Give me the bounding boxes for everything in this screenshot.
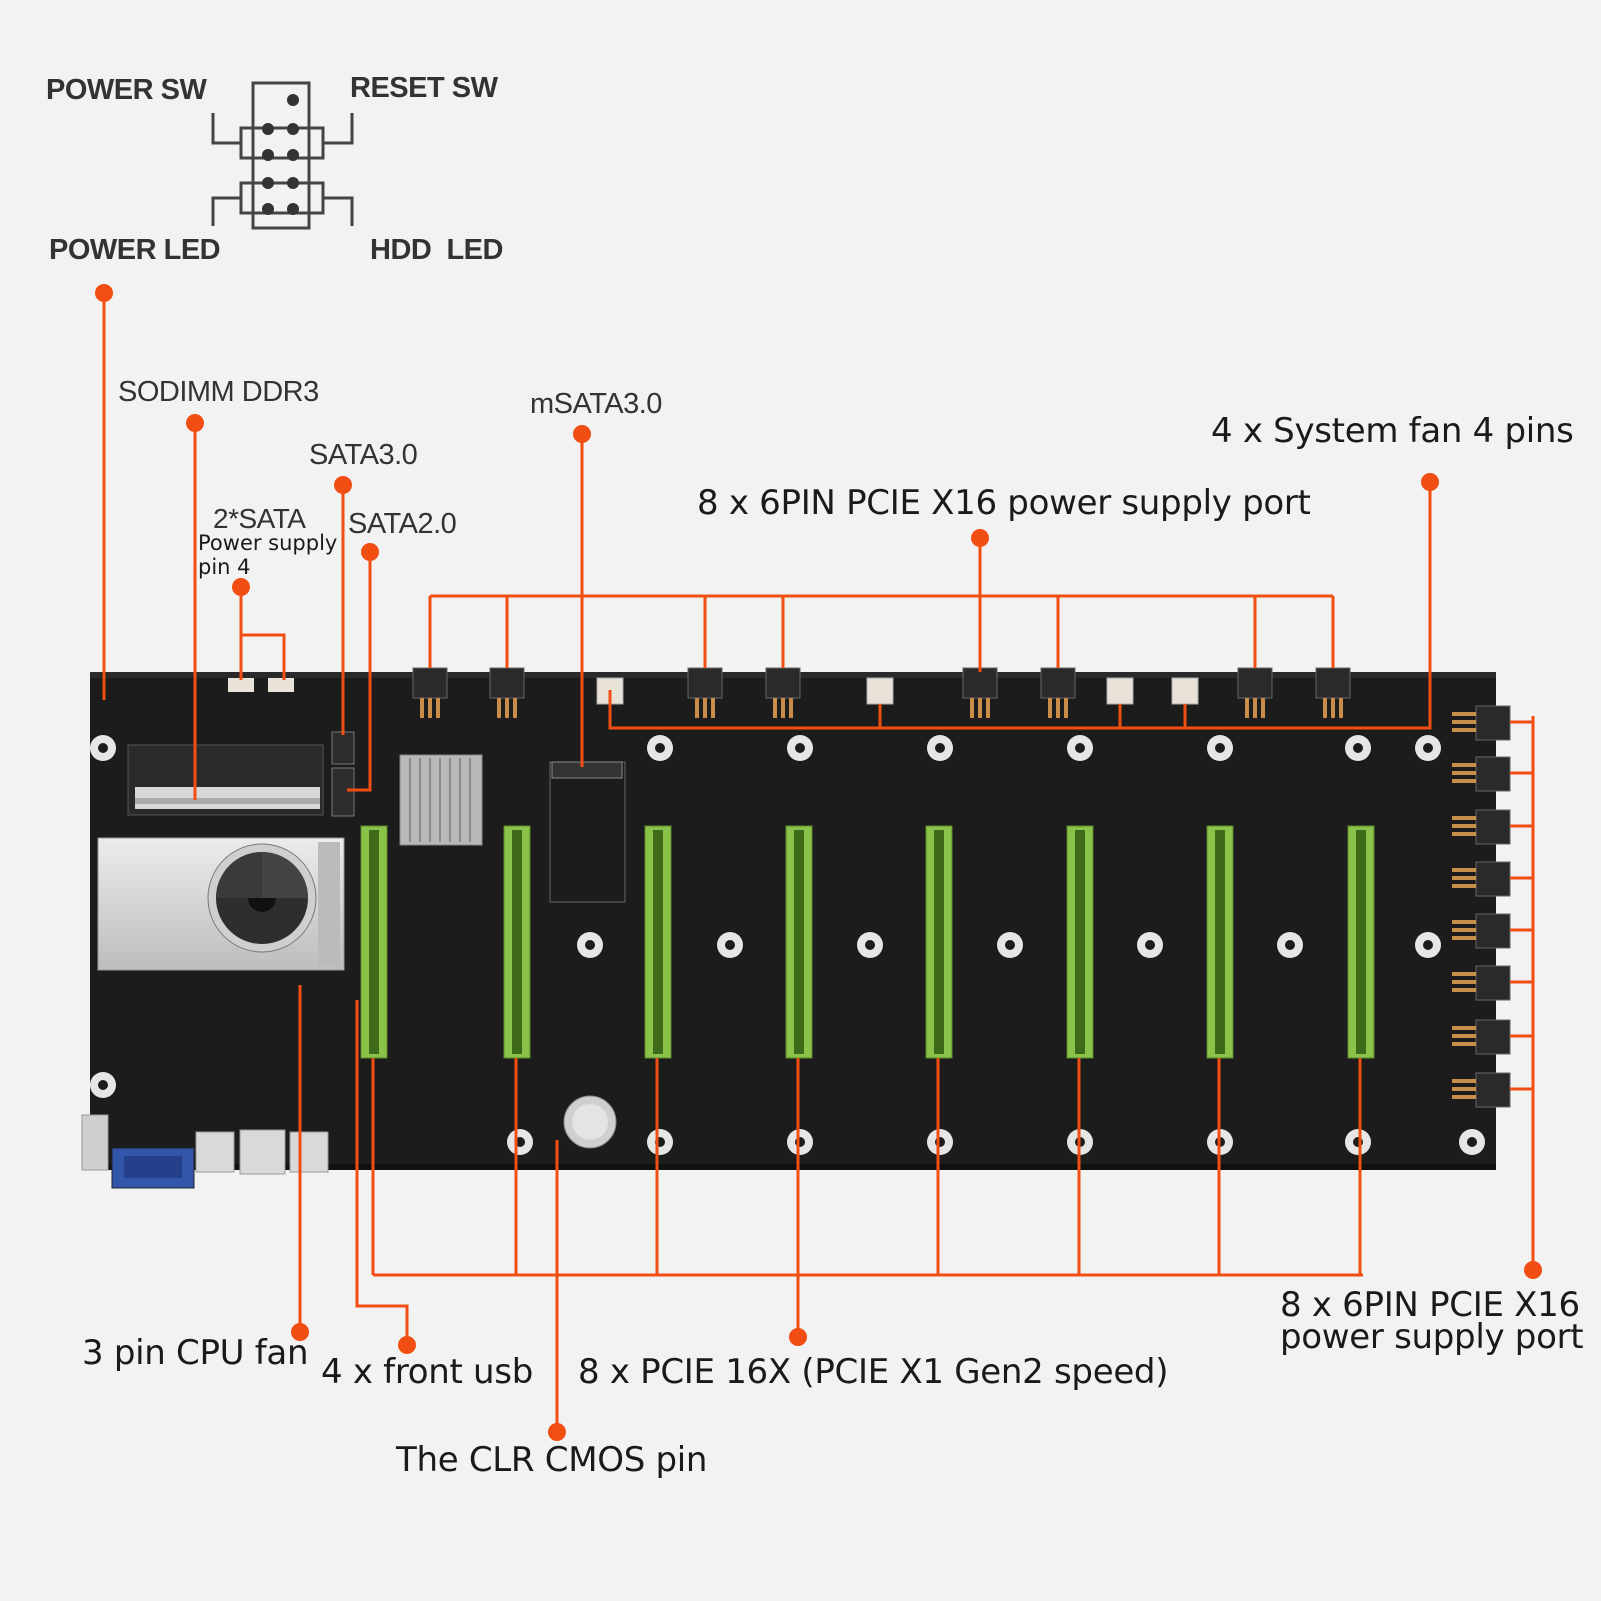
sodimm-slot bbox=[127, 744, 324, 816]
label-front-usb: 4 x front usb bbox=[321, 1352, 534, 1392]
label-sata-power-line3: pin 4 bbox=[198, 555, 251, 579]
dot-pcie-power-right bbox=[1524, 1261, 1542, 1279]
mounting-hole-23 bbox=[1345, 1129, 1371, 1155]
pcie-power-top-4 bbox=[765, 667, 801, 718]
usb-port-icon bbox=[195, 1129, 329, 1175]
label-pcie-power-right-line1: 8 x 6PIN PCIE X16 bbox=[1280, 1285, 1580, 1325]
label-reset-sw: RESET SW bbox=[350, 72, 498, 104]
label-sata-power-line2: Power supply bbox=[198, 531, 338, 555]
label-sata2: SATA2.0 bbox=[348, 508, 457, 540]
dot-front-usb bbox=[398, 1336, 416, 1354]
mounting-hole-12 bbox=[997, 932, 1023, 958]
dot-msata bbox=[573, 425, 591, 443]
pcie-slot-5 bbox=[925, 825, 953, 1059]
mounting-hole-9 bbox=[577, 932, 603, 958]
label-sata3: SATA3.0 bbox=[309, 439, 418, 471]
mounting-hole-10 bbox=[717, 932, 743, 958]
dot-pcie-slots bbox=[789, 1328, 807, 1346]
mounting-hole-2 bbox=[647, 735, 673, 761]
mounting-hole-18 bbox=[647, 1129, 673, 1155]
label-clr-cmos: The CLR CMOS pin bbox=[396, 1440, 708, 1480]
mounting-hole-17 bbox=[507, 1129, 533, 1155]
mounting-hole-24 bbox=[1459, 1129, 1485, 1155]
pcie-power-connectors-right bbox=[1452, 705, 1511, 1108]
pcie-power-right-7 bbox=[1452, 1019, 1511, 1055]
label-pcie-slots: 8 x PCIE 16X (PCIE X1 Gen2 speed) bbox=[578, 1352, 1169, 1392]
label-power-led: POWER LED bbox=[49, 234, 221, 266]
mounting-hole-5 bbox=[1067, 735, 1093, 761]
mounting-hole-14 bbox=[1277, 932, 1303, 958]
pcie-power-right-8 bbox=[1452, 1072, 1511, 1108]
pcie-slot-4 bbox=[785, 825, 813, 1059]
system-fan-header-2 bbox=[866, 677, 894, 705]
mounting-hole-11 bbox=[857, 932, 883, 958]
label-cpu-fan: 3 pin CPU fan bbox=[82, 1333, 309, 1373]
mounting-hole-20 bbox=[927, 1129, 953, 1155]
mounting-hole-13 bbox=[1137, 932, 1163, 958]
pcie-power-right-4 bbox=[1452, 861, 1511, 897]
cmos-battery-icon bbox=[563, 1095, 617, 1149]
label-system-fan: 4 x System fan 4 pins bbox=[1211, 411, 1574, 451]
label-power-sw: POWER SW bbox=[46, 74, 207, 106]
cpu-heatsink bbox=[97, 837, 345, 971]
pcie-slot-3 bbox=[644, 825, 672, 1059]
label-hdd-led: HDD LED bbox=[370, 234, 503, 266]
dot-system-fan bbox=[1421, 473, 1439, 491]
dot-clr-cmos bbox=[548, 1423, 566, 1441]
pcie-power-right-1 bbox=[1452, 705, 1511, 741]
system-fan-header-3 bbox=[1106, 677, 1134, 705]
dot-cpu-fan bbox=[291, 1323, 309, 1341]
dot-sodimm bbox=[186, 414, 204, 432]
label-sodimm: SODIMM DDR3 bbox=[118, 376, 319, 408]
mounting-holes bbox=[90, 735, 1485, 1155]
pcie-slot-2 bbox=[503, 825, 531, 1059]
pcie-slot-7 bbox=[1206, 825, 1234, 1059]
dot-sata-power bbox=[232, 578, 250, 596]
label-pcie-power-right-line2: power supply port bbox=[1280, 1317, 1584, 1357]
label-msata: mSATA3.0 bbox=[530, 388, 662, 420]
mounting-hole-19 bbox=[787, 1129, 813, 1155]
pcie-slot-1 bbox=[360, 825, 388, 1059]
mounting-hole-7 bbox=[1345, 735, 1371, 761]
pin-header-icon bbox=[211, 81, 354, 230]
dot-power-led bbox=[95, 284, 113, 302]
callout-dots bbox=[95, 284, 1542, 1441]
pcie-slot-6 bbox=[1066, 825, 1094, 1059]
cpu-fan-icon bbox=[207, 843, 317, 953]
system-fan-headers bbox=[596, 677, 1199, 705]
pcie-power-top-6 bbox=[1040, 667, 1076, 718]
label-pcie-power-top: 8 x 6PIN PCIE X16 power supply port bbox=[697, 483, 1311, 523]
pcie-power-top-3 bbox=[687, 667, 723, 718]
vga-port-icon bbox=[111, 1147, 195, 1189]
pcie-power-top-2 bbox=[489, 667, 525, 718]
pcie-power-right-6 bbox=[1452, 965, 1511, 1001]
label-sata-power-line1: 2*SATA bbox=[213, 503, 306, 534]
dot-sata2 bbox=[361, 543, 379, 561]
dot-pcie-power-top bbox=[971, 529, 989, 547]
pcie-slot-8 bbox=[1347, 825, 1375, 1059]
dot-sata3 bbox=[334, 476, 352, 494]
mounting-hole-8 bbox=[1415, 735, 1441, 761]
mounting-hole-4 bbox=[927, 735, 953, 761]
mounting-hole-6 bbox=[1207, 735, 1233, 761]
pcie-power-right-5 bbox=[1452, 913, 1511, 949]
pcie-power-connectors-top bbox=[412, 667, 1351, 718]
motherboard bbox=[81, 667, 1511, 1189]
mounting-hole-1 bbox=[90, 735, 116, 761]
system-fan-header-4 bbox=[1171, 677, 1199, 705]
pcie-power-top-5 bbox=[962, 667, 998, 718]
mounting-hole-15 bbox=[1415, 932, 1441, 958]
mounting-hole-16 bbox=[90, 1072, 116, 1098]
pcie-power-top-8 bbox=[1315, 667, 1351, 718]
callout-lines bbox=[102, 293, 1535, 1432]
mounting-hole-3 bbox=[787, 735, 813, 761]
